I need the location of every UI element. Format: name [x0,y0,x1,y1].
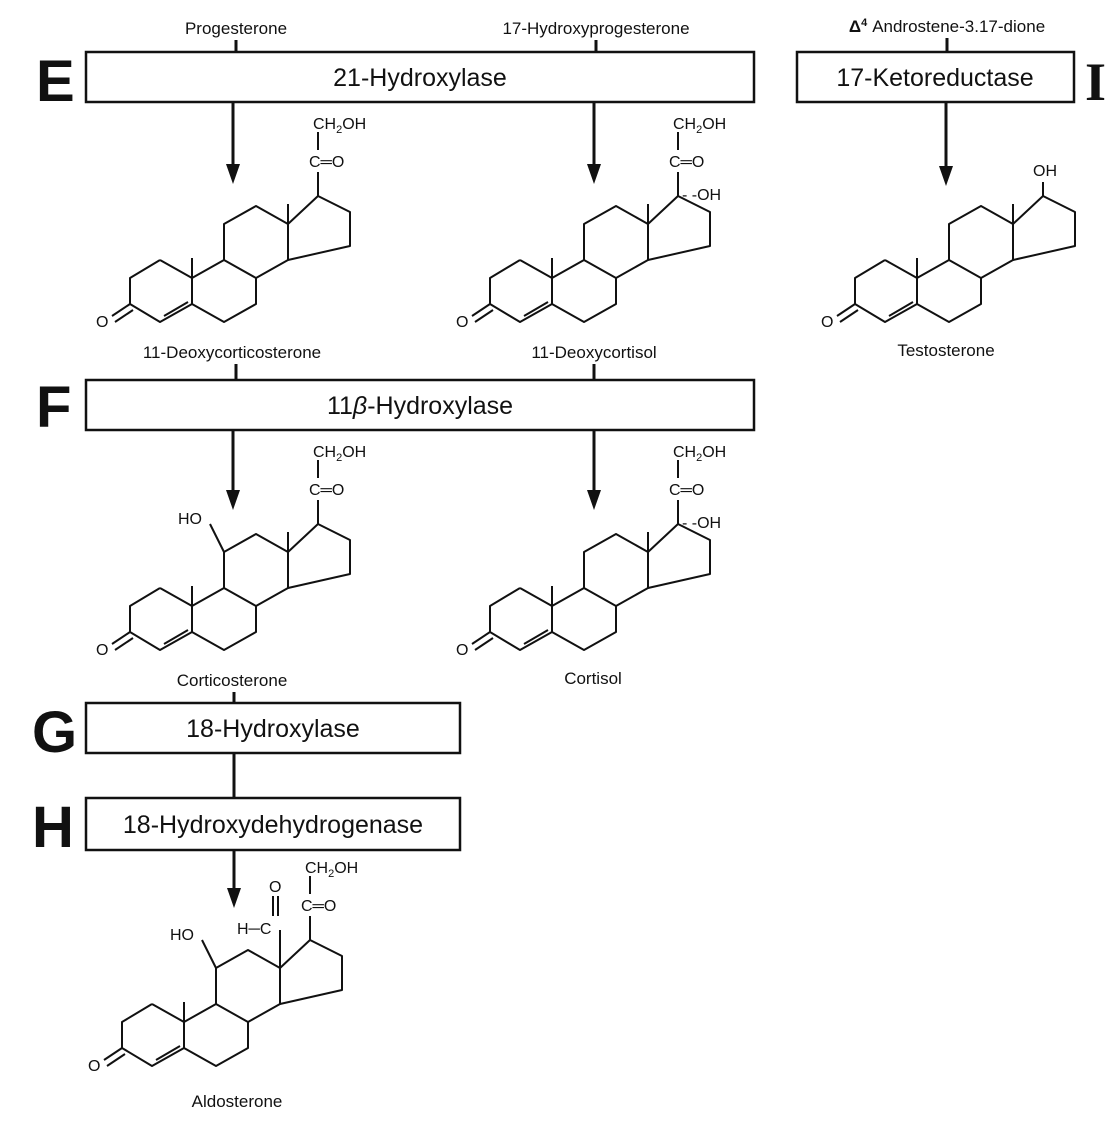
enzyme-box-18-hydroxydehydrogenase [84,796,462,852]
svg-text:O: O [456,642,468,659]
label-progesterone: Progesterone [185,19,287,38]
svg-text:- -OH: - -OH [682,187,721,204]
step-letter-i: I [1085,52,1106,112]
structure-testosterone: OH O [821,163,1076,331]
structure-cortisol: C═O CH2OH - -OH O [456,444,726,659]
structure-aldosterone: C═O CH2OH H─C O HO O [88,860,358,1075]
svg-text:O: O [269,879,281,896]
structure-11-deoxycorticosterone: C═O CH2OH O [96,116,366,331]
svg-text:HO: HO [170,927,194,944]
enzyme-box-21-hydroxylase [84,50,756,104]
svg-text:- -OH: - -OH [682,515,721,532]
enzyme-box-11b-hydroxylase [84,378,756,432]
label-testosterone: Testosterone [897,341,994,360]
svg-text:O: O [96,314,108,331]
label-aldosterone: Aldosterone [192,1092,283,1111]
label-11-deoxycortisol: 11-Deoxycortisol [531,343,656,362]
label-11-deoxycorticosterone: 11-Deoxycorticosterone [143,343,321,362]
svg-text:H─C: H─C [237,921,271,938]
svg-text:C═O: C═O [309,482,344,499]
svg-text:HO: HO [178,511,202,528]
svg-text:C═O: C═O [669,154,704,171]
svg-text:CH2OH: CH2OH [673,116,726,136]
svg-text:OH: OH [1033,163,1057,180]
step-letter-e: E [36,49,75,114]
step-letter-f: F [36,375,71,440]
label-cortisol: Cortisol [564,669,622,688]
svg-text:C═O: C═O [309,154,344,171]
svg-text:CH2OH: CH2OH [305,860,358,880]
enzyme-18-hydroxylase: 18-Hydroxylase [186,715,360,743]
structure-11-deoxycortisol: C═O CH2OH - -OH O [456,116,726,331]
enzyme-box-17-ketoreductase [795,50,1076,104]
svg-text:CH2OH: CH2OH [313,116,366,136]
enzyme-18-hydroxydehydrogenase: 18-Hydroxydehydrogenase [123,811,423,839]
enzyme-11b-hydroxylase: 11β-Hydroxylase [327,392,513,420]
enzyme-21-hydroxylase: 21-Hydroxylase [333,64,507,92]
svg-text:CH2OH: CH2OH [313,444,366,464]
enzyme-17-ketoreductase: 17-Ketoreductase [836,64,1033,92]
svg-text:O: O [88,1058,100,1075]
structure-corticosterone: C═O CH2OH HO O [96,444,366,659]
svg-text:C═O: C═O [669,482,704,499]
svg-text:O: O [96,642,108,659]
svg-text:CH2OH: CH2OH [673,444,726,464]
label-17-hydroxyprogesterone: 17-Hydroxyprogesterone [502,19,689,38]
step-letter-h: H [32,795,74,860]
step-letter-g: G [32,700,77,765]
label-corticosterone: Corticosterone [177,671,288,690]
svg-text:O: O [456,314,468,331]
svg-text:O: O [821,314,833,331]
enzyme-box-18-hydroxylase [84,701,462,755]
svg-text:C═O: C═O [301,898,336,915]
